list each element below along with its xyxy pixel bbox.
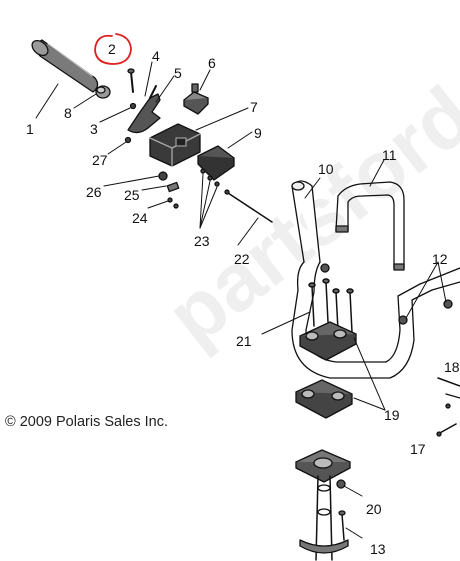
label-part-8: 8 (64, 105, 72, 121)
screw-23-b (207, 175, 213, 181)
label-part-6: 6 (208, 55, 216, 71)
label-part-2: 2 (108, 41, 116, 57)
label-part-27: 27 (92, 152, 108, 168)
screw-17-part (436, 423, 457, 437)
label-part-23: 23 (194, 233, 210, 249)
throttle-lever-part (127, 85, 161, 134)
copyright-text: © 2009 Polaris Sales Inc. (5, 414, 169, 430)
label-part-12: 12 (432, 251, 448, 267)
label-part-18: 18 (444, 359, 460, 375)
hand-grip-part (31, 39, 99, 93)
nut-12-a (398, 315, 408, 325)
label-part-21: 21 (236, 333, 252, 349)
grip-plug-part (95, 85, 111, 99)
throttle-housing-part (149, 123, 201, 167)
nut-10 (320, 263, 330, 273)
label-part-13: 13 (370, 541, 386, 557)
screw-23-a (200, 168, 206, 174)
label-part-20: 20 (366, 501, 382, 517)
screw-24-b (173, 203, 179, 209)
label-part-3: 3 (90, 121, 98, 137)
label-part-1: 1 (26, 121, 34, 137)
nut-20-part (336, 479, 346, 489)
connector-part (183, 83, 209, 115)
steering-column-part (295, 449, 351, 561)
leader-lines (35, 61, 447, 539)
label-part-4: 4 (152, 48, 160, 64)
cable-part (224, 189, 273, 223)
label-part-19: 19 (384, 407, 400, 423)
label-part-11: 11 (382, 147, 397, 163)
part-18 (437, 377, 460, 409)
screw-part (127, 68, 135, 93)
screw-23-c (214, 181, 220, 187)
bolts-21 (308, 278, 354, 333)
clip-25-part (166, 181, 180, 193)
screw-24-a (167, 197, 173, 203)
brace-bar-part (335, 181, 405, 271)
small-screw-part (129, 102, 137, 110)
label-part-26: 26 (86, 184, 102, 200)
handlebar-part (291, 180, 460, 379)
label-part-17: 17 (410, 441, 426, 457)
nut-26-part (158, 171, 168, 181)
screw-27-part (124, 136, 132, 144)
label-part-22: 22 (234, 251, 250, 267)
label-part-7: 7 (250, 99, 258, 115)
nut-12-b (443, 299, 453, 309)
label-part-5: 5 (174, 65, 182, 81)
label-part-24: 24 (132, 210, 148, 226)
housing-cover-part (197, 145, 235, 181)
highlight-circle (94, 33, 132, 65)
label-part-9: 9 (254, 125, 262, 141)
label-part-10: 10 (318, 161, 334, 177)
bolt-13-part (338, 510, 346, 541)
label-part-25: 25 (124, 187, 140, 203)
upper-clamp-part (299, 321, 357, 361)
lower-clamp-part (295, 379, 353, 419)
